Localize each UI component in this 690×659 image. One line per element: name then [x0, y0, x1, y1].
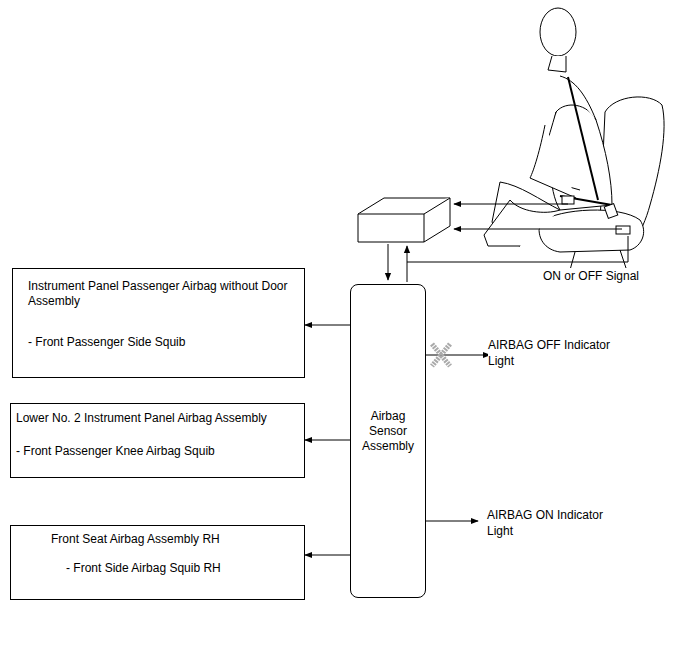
indicator-label: AIRBAG OFF Indicator Light: [488, 337, 613, 369]
squib-name: - Front Passenger Side Squib: [28, 335, 293, 350]
airbag-box: Front Seat Airbag Assembly RH - Front Sid…: [10, 525, 305, 600]
off-cross: [432, 344, 450, 366]
signal-arrow: [305, 555, 350, 556]
signal-arrow: [305, 325, 350, 326]
airbag-box: Lower No. 2 Instrument Panel Airbag Asse…: [10, 403, 305, 478]
ecu-name: Airbag Sensor Assembly: [357, 409, 419, 454]
squib-name: - Front Side Airbag Squib RH: [66, 561, 301, 576]
ecu-box: Airbag Sensor Assembly: [350, 284, 426, 598]
signal-arrow: [305, 440, 350, 441]
signal-label: ON or OFF Signal: [543, 268, 673, 284]
box-title: Front Seat Airbag Assembly RH: [51, 532, 301, 547]
airbag-box: Instrument Panel Passenger Airbag withou…: [12, 268, 305, 378]
occupant: [484, 8, 630, 246]
indicator-label: AIRBAG ON Indicator Light: [487, 507, 612, 539]
squib-name: - Front Passenger Knee Airbag Squib: [16, 444, 301, 459]
ecu-box: [358, 198, 450, 242]
box-title: Lower No. 2 Instrument Panel Airbag Asse…: [16, 411, 301, 426]
box-title: Instrument Panel Passenger Airbag withou…: [28, 279, 293, 309]
